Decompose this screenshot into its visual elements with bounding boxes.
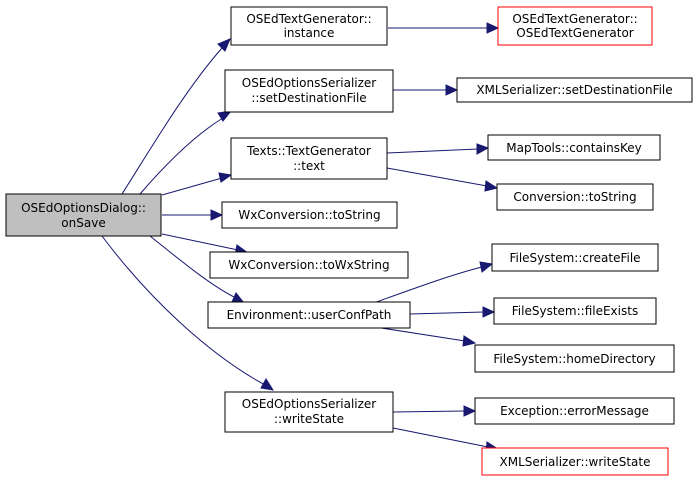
- edge-instance-to-constructor: [388, 22, 500, 34]
- edge-userconfpath-to-homedirectory: [374, 326, 477, 347]
- node-label-line: FileSystem::createFile: [509, 251, 640, 265]
- node-label-line: OSEdTextGenerator: [516, 26, 634, 40]
- node-label-line: onSave: [61, 216, 105, 230]
- edge-onsave-to-writestate: [101, 235, 275, 391]
- edge-onsave-to-instance: [121, 38, 231, 195]
- node-osedoptionsserializer-setdestinationfile[interactable]: OSEdOptionsSerializer ::setDestinationFi…: [224, 69, 394, 113]
- node-label-line: Conversion::toString: [513, 190, 636, 204]
- node-exception-errormessage[interactable]: Exception::errorMessage: [474, 397, 675, 425]
- node-environment-userconfpath[interactable]: Environment::userConfPath: [207, 301, 411, 329]
- node-wxconversion-towxstring[interactable]: WxConversion::toWxString: [209, 251, 409, 279]
- node-label-line: MapTools::containsKey: [506, 141, 642, 155]
- node-osedtextgenerator-instance[interactable]: OSEdTextGenerator:: instance: [230, 6, 388, 46]
- node-label-line: OSEdTextGenerator::: [246, 12, 371, 26]
- node-wxconversion-tostring[interactable]: WxConversion::toString: [221, 201, 398, 229]
- node-label-line: Environment::userConfPath: [227, 308, 392, 322]
- edge-setdestinationfile-to-xml: [393, 84, 459, 96]
- node-label-line: Texts::TextGenerator: [246, 144, 371, 158]
- edge-userconfpath-to-createfile: [367, 261, 494, 306]
- node-texts-textgenerator-text[interactable]: Texts::TextGenerator ::text: [230, 137, 388, 180]
- node-label-line: WxConversion::toWxString: [228, 258, 389, 272]
- node-osedoptionsserializer-writestate[interactable]: OSEdOptionsSerializer ::writeState: [224, 391, 394, 433]
- node-xmlserializer-setdestinationfile[interactable]: XMLSerializer::setDestinationFile: [456, 77, 693, 103]
- node-label-line: ::text: [293, 159, 325, 173]
- node-label-line: XMLSerializer::setDestinationFile: [476, 83, 672, 97]
- node-label-line: OSEdOptionsSerializer: [242, 76, 377, 90]
- node-label-line: OSEdOptionsDialog::: [21, 201, 146, 215]
- node-label-line: ::writeState: [274, 412, 344, 426]
- node-label-line: OSEdOptionsSerializer: [242, 397, 377, 411]
- node-label-line: instance: [284, 26, 335, 40]
- node-label-line: XMLSerializer::writeState: [500, 455, 651, 469]
- edge-text-to-containskey: [386, 143, 490, 155]
- node-label-line: FileSystem::fileExists: [512, 304, 638, 318]
- node-maptools-containskey[interactable]: MapTools::containsKey: [487, 134, 661, 161]
- node-filesystem-fileexists[interactable]: FileSystem::fileExists: [493, 297, 657, 325]
- node-osedtextgenerator-constructor[interactable]: OSEdTextGenerator:: OSEdTextGenerator: [497, 6, 653, 46]
- node-label-line: FileSystem::homeDirectory: [493, 352, 655, 366]
- edge-onsave-to-text: [161, 172, 233, 196]
- edge-writestate-to-errormessage: [392, 405, 477, 417]
- node-label-line: WxConversion::toString: [238, 208, 380, 222]
- edge-onsave-to-setdestinationfile: [139, 110, 233, 195]
- node-osedoptionsdialog-onsave[interactable]: OSEdOptionsDialog:: onSave: [5, 193, 162, 237]
- node-filesystem-homedirectory[interactable]: FileSystem::homeDirectory: [474, 344, 675, 373]
- node-conversion-tostring[interactable]: Conversion::toString: [496, 183, 654, 211]
- node-label-line: ::setDestinationFile: [251, 91, 366, 105]
- edge-onsave-to-wxtostring: [162, 209, 224, 221]
- node-xmlserializer-writestate[interactable]: XMLSerializer::writeState: [481, 447, 669, 476]
- node-label-line: OSEdTextGenerator::: [512, 12, 637, 26]
- node-label-line: Exception::errorMessage: [500, 404, 649, 418]
- edge-userconfpath-to-fileexists: [409, 306, 496, 318]
- edge-text-to-tostring: [386, 167, 499, 192]
- node-filesystem-createfile[interactable]: FileSystem::createFile: [491, 243, 659, 272]
